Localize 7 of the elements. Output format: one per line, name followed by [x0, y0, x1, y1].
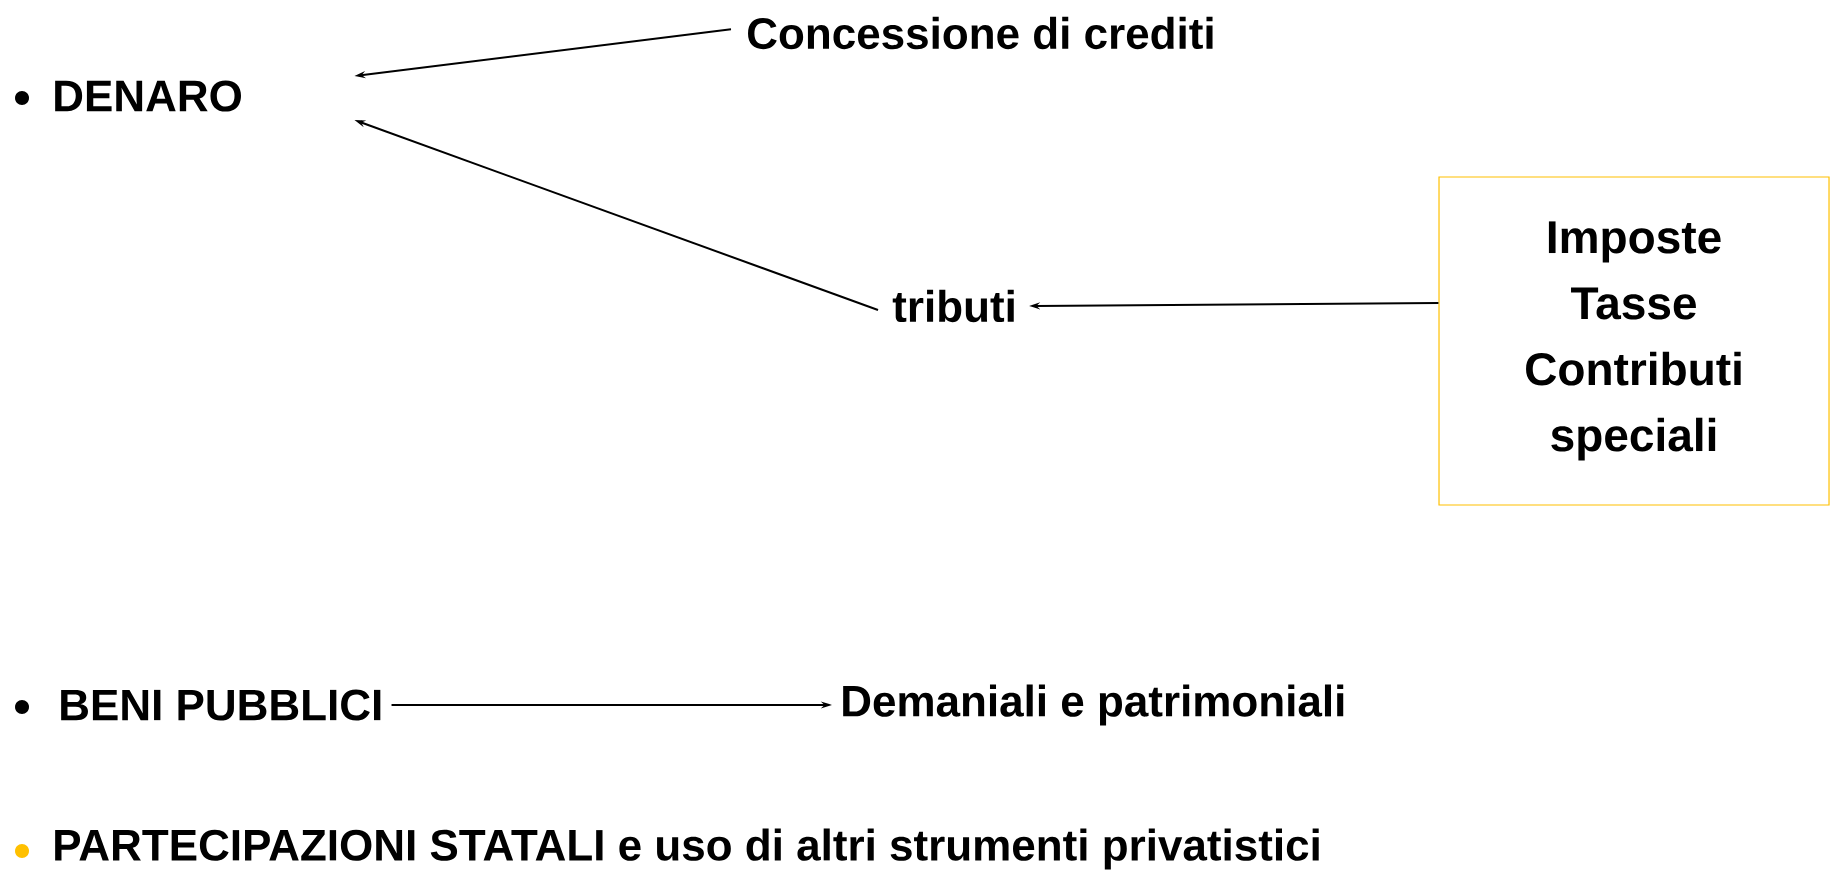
item-text: tributi — [892, 289, 1014, 323]
item-text: BENI PUBBLICI — [61, 689, 381, 721]
item-text: PARTECIPAZIONI STATALI e uso di altri strumenti privatistici — [55, 828, 1319, 870]
item-text: Concessione di crediti — [748, 16, 1213, 50]
text-box: Imposte Tasse Contributi speciali — [1438, 176, 1830, 506]
item-text: Demaniali e patrimoniali — [843, 684, 1344, 726]
item-text: DENARO — [55, 80, 241, 112]
